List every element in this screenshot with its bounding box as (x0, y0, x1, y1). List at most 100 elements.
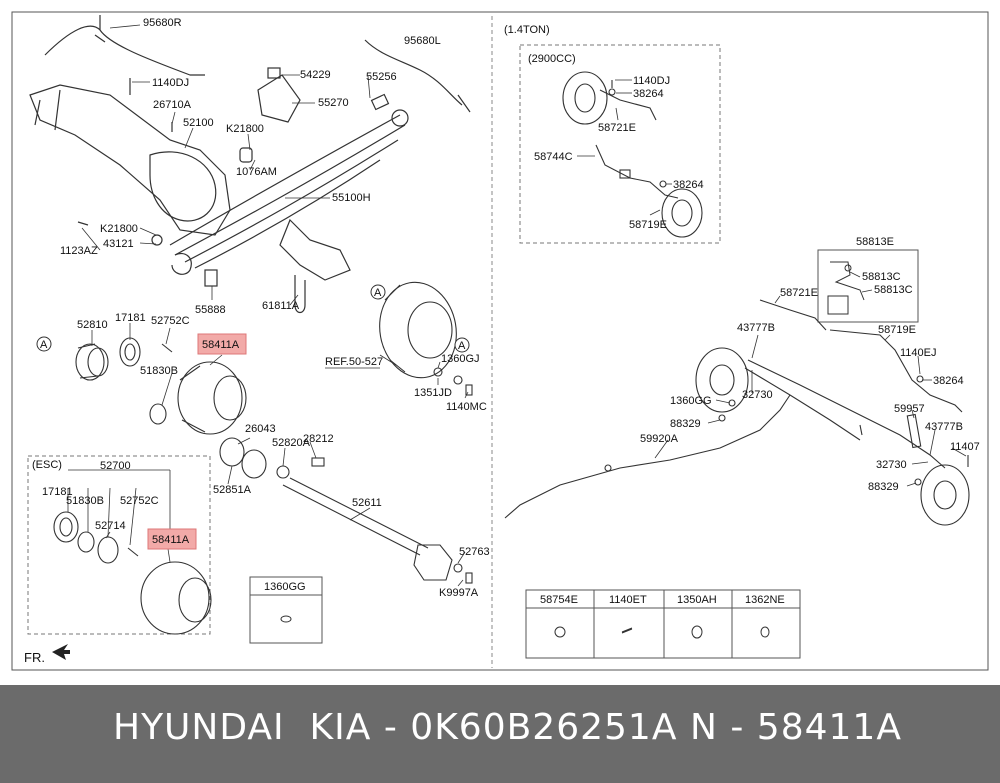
label-52752c-b: 52752C (120, 495, 159, 507)
label-17181-b: 17181 (42, 486, 73, 498)
label-51830b-a: 51830B (140, 365, 178, 377)
label-26710a: 26710A (153, 99, 192, 111)
label-58813c-b: 58813C (874, 284, 913, 296)
label-58411a-upper: 58411A (202, 339, 240, 351)
table-header-4: 1362NE (745, 594, 785, 606)
front-arrow-icon (52, 644, 70, 660)
label-55100h: 55100H (332, 192, 371, 204)
label-58721e-b: 58721E (780, 287, 818, 299)
label-43777b-a: 43777B (737, 322, 775, 334)
label-59957: 59957 (894, 403, 925, 415)
table-header-3: 1350AH (677, 594, 717, 606)
label-1140dj: 1140DJ (152, 77, 189, 89)
label-esc: (ESC) (32, 459, 62, 471)
label-17181-a: 17181 (115, 312, 146, 324)
esc-valve-drawing (827, 261, 865, 315)
label-59920a: 59920A (640, 433, 679, 445)
label-55256: 55256 (366, 71, 397, 83)
part-1362ne-icon (760, 626, 770, 638)
label-1123az: 1123AZ (60, 245, 98, 257)
label-28212: 28212 (303, 433, 334, 445)
part-1350ah-icon (691, 625, 703, 639)
diagram-canvas: A A A 95680R 95680L 1140DJ 54229 55256 2… (11, 11, 989, 671)
label-58744c: 58744C (534, 151, 573, 163)
label-58411a-esc: 58411A (152, 534, 190, 546)
label-fr: FR. (24, 650, 45, 665)
esc-group-box (27, 455, 211, 635)
footer-banner: HYUNDAI KIA - 0K60B26251A N - 58411A (0, 685, 1000, 783)
leader-58813c-a (849, 271, 861, 278)
label-61811a: 61811A (262, 300, 300, 312)
label-58721e-a: 58721E (598, 122, 636, 134)
label-1360gg: 1360GG (670, 395, 712, 407)
label-32730-a: 32730 (742, 389, 773, 401)
label-38264-b: 38264 (673, 179, 704, 191)
label-88329-a: 88329 (670, 418, 701, 430)
footer-part-code: N - 58411A (690, 707, 902, 748)
label-k21800-b: K21800 (100, 223, 138, 235)
label-2900cc: (2900CC) (528, 53, 576, 65)
brake-lines-2900cc-drawing (562, 71, 703, 238)
table-header-1: 58754E (540, 594, 578, 606)
axle-shaft-drawing (282, 477, 473, 584)
label-38264-c: 38264 (933, 375, 964, 387)
label-26043: 26043 (245, 423, 276, 435)
label-1076am: 1076AM (236, 166, 277, 178)
label-52714: 52714 (95, 520, 126, 532)
leader-lines-left (67, 24, 469, 587)
label-52700: 52700 (100, 460, 131, 472)
part-1140et-icon (621, 627, 633, 634)
hub-drum-upper-drawing (75, 337, 325, 479)
marker-a-3: A (458, 340, 466, 352)
label-43777b-b: 43777B (925, 421, 963, 433)
group-58813e-box (817, 249, 919, 323)
label-54229: 54229 (300, 69, 331, 81)
hub-drum-esc-drawing (53, 511, 212, 635)
table-header-2: 1140ET (609, 594, 647, 606)
leader-lines-2900cc (577, 79, 672, 216)
label-52752c-a: 52752C (151, 315, 190, 327)
highlight-58411a-upper (197, 333, 247, 355)
highlight-58411a-esc (147, 528, 197, 550)
label-58719e-a: 58719E (629, 219, 667, 231)
label-52763: 52763 (459, 546, 490, 558)
group-2900cc-box (519, 44, 721, 244)
label-52851a: 52851A (213, 484, 252, 496)
label-55270: 55270 (318, 97, 349, 109)
part-box-1360gg (249, 576, 323, 644)
label-95680l: 95680L (404, 35, 441, 47)
label-1351jd: 1351JD (414, 387, 452, 399)
parts-diagram: A A A 95680R 95680L 1140DJ 54229 55256 2… (11, 11, 989, 671)
label-51830b-b: 51830B (66, 495, 104, 507)
leader-58813c-b (861, 289, 873, 293)
label-58719e-b: 58719E (878, 324, 916, 336)
axle-housing-drawing (29, 15, 471, 314)
label-58813e: 58813E (856, 236, 894, 248)
label-58813c-a: 58813C (862, 271, 901, 283)
marker-a-1: A (374, 287, 382, 299)
label-1360gg-box: 1360GG (264, 581, 306, 593)
label-95680r: 95680R (143, 17, 182, 29)
label-52100: 52100 (183, 117, 214, 129)
label-52820a: 52820A (272, 437, 311, 449)
brake-backing-plate-drawing (379, 281, 473, 396)
label-43121: 43121 (103, 238, 134, 250)
label-38264-a: 38264 (633, 88, 664, 100)
leader-lines-right (654, 295, 967, 487)
label-1140ej: 1140EJ (900, 347, 937, 359)
parts-table (525, 589, 801, 659)
diagram-frame (11, 11, 989, 671)
label-32730-b: 32730 (876, 459, 907, 471)
label-1140mc: 1140MC (446, 401, 487, 413)
label-k21800-a: K21800 (226, 123, 264, 135)
label-ref-50-527: REF.50-527 (325, 356, 383, 368)
label-52810: 52810 (77, 319, 108, 331)
marker-a-2: A (40, 339, 48, 351)
part-58754e-icon (554, 626, 566, 638)
footer-brand-part: HYUNDAI KIA - 0K60B26251A (113, 707, 678, 748)
marker-a-group (36, 284, 470, 353)
parking-cable-drawing (504, 299, 970, 526)
label-k9997a: K9997A (439, 587, 479, 599)
label-1140dj-b: 1140DJ (633, 75, 670, 87)
label-52611: 52611 (352, 497, 382, 509)
